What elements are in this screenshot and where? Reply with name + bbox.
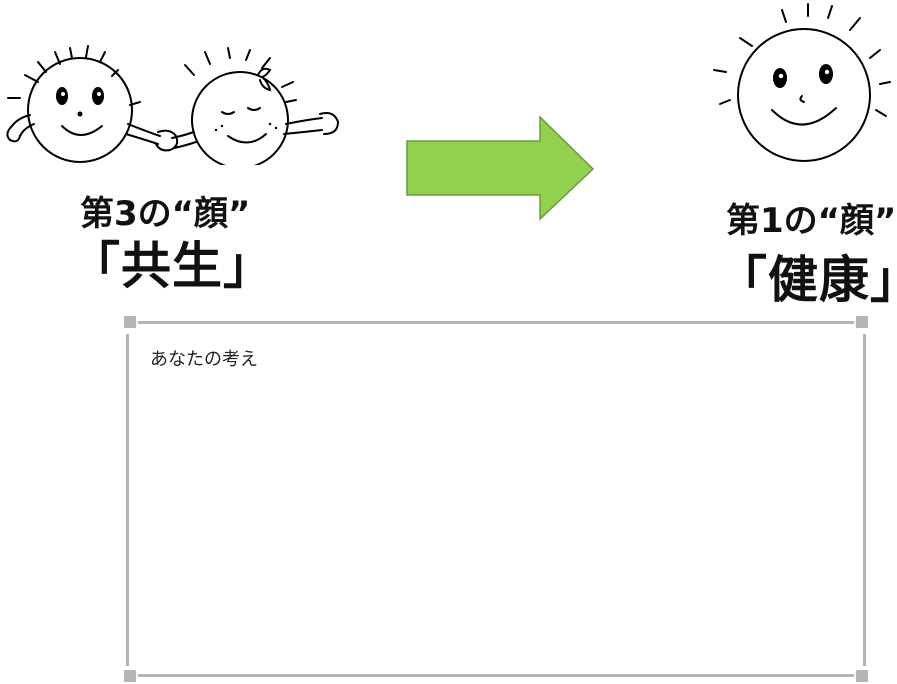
answer-box-label: あなたの考え: [150, 349, 258, 370]
left-theme-title: 「共生」: [70, 237, 274, 295]
frame-left: [126, 334, 129, 666]
two-faces-holding-hands-icon: [6, 45, 340, 165]
resize-handle-bottom-left[interactable]: [124, 670, 136, 682]
answer-text-box[interactable]: [124, 316, 868, 682]
smiling-sun-face-icon: [713, 3, 891, 162]
frame-top: [138, 321, 854, 324]
frame-right: [863, 334, 866, 666]
right-theme-title: 「健康」: [717, 251, 897, 309]
frame-bottom: [138, 674, 854, 677]
resize-handle-top-right[interactable]: [856, 316, 868, 328]
right-arrow-icon: [406, 115, 595, 221]
left-face-label: 第3の“顔”: [80, 194, 251, 234]
right-face-label: 第1の“顔”: [726, 201, 897, 241]
resize-handle-top-left[interactable]: [124, 316, 136, 328]
resize-handle-bottom-right[interactable]: [856, 670, 868, 682]
